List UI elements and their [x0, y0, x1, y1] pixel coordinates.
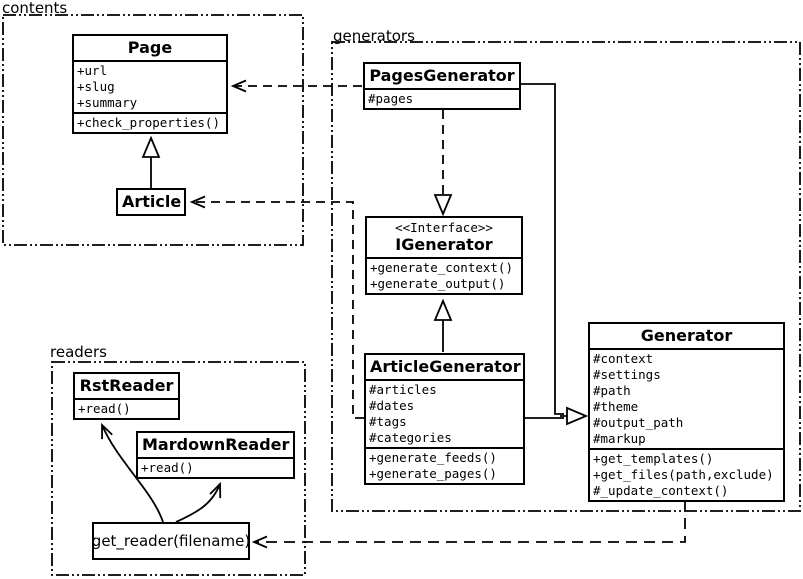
edge-generator-uses-get-reader — [251, 500, 686, 549]
class-attribute: #categories — [369, 430, 452, 445]
class-title: PagesGenerator — [369, 66, 515, 85]
class-attribute: #settings — [593, 367, 661, 382]
attributes-compartment: +url +slug +summary — [74, 60, 226, 112]
class-method: +read() — [78, 401, 131, 416]
methods-compartment: +check_properties() — [74, 112, 226, 132]
methods-compartment: +generate_feeds() +generate_pages() — [366, 447, 523, 483]
class-box-pagesgenerator: PagesGenerator #pages — [363, 62, 521, 110]
class-method: +check_properties() — [77, 115, 220, 130]
class-attribute: #pages — [368, 91, 414, 106]
class-attribute: #articles — [369, 382, 437, 397]
class-attribute: +summary — [77, 95, 138, 110]
class-title: IGenerator — [395, 235, 493, 254]
package-readers-border — [51, 361, 306, 576]
class-box-mardownreader: MardownReader +read() — [136, 431, 295, 479]
class-title: Generator — [640, 326, 733, 345]
class-attribute: #markup — [593, 431, 646, 446]
methods-compartment: +get_templates() +get_files(path,exclude… — [590, 448, 783, 500]
class-attribute: #theme — [593, 399, 639, 414]
class-attribute: +slug — [77, 79, 115, 94]
class-method: +get_templates() — [593, 451, 714, 466]
class-box-igenerator: <<Interface>> IGenerator +generate_conte… — [365, 216, 523, 295]
class-title: Page — [127, 38, 173, 57]
methods-compartment: +read() — [75, 398, 178, 418]
class-method: +generate_feeds() — [369, 450, 497, 465]
edge-articlegenerator-uses-article — [189, 195, 364, 419]
edge-get-reader-to-mardownreader — [175, 481, 222, 523]
edge-pagesgenerator-extends-generator — [520, 83, 564, 415]
node-get-reader: get_reader(filename) — [92, 522, 250, 560]
node-get-reader-label: get_reader(filename) — [91, 532, 251, 550]
class-method: +generate_output() — [370, 276, 506, 291]
class-attribute: #tags — [369, 414, 407, 429]
class-title: Article — [122, 192, 182, 211]
package-label-readers: readers — [50, 343, 107, 361]
attributes-compartment: #pages — [365, 88, 519, 108]
package-label-generators: generators — [333, 27, 415, 45]
class-box-rstreader: RstReader +read() — [73, 372, 180, 420]
class-method: #_update_context() — [593, 483, 729, 498]
class-method: +generate_context() — [370, 260, 513, 275]
class-method: +generate_pages() — [369, 466, 497, 481]
attributes-compartment: #articles #dates #tags #categories — [366, 379, 523, 447]
class-box-article: Article — [116, 188, 186, 216]
class-title: ArticleGenerator — [370, 357, 521, 376]
package-label-contents: contents — [2, 0, 68, 17]
class-attribute: #context — [593, 351, 654, 366]
class-method: +get_files(path,exclude) — [593, 467, 774, 482]
class-attribute: #output_path — [593, 415, 684, 430]
class-attribute: #dates — [369, 398, 415, 413]
class-method: +read() — [141, 460, 194, 475]
class-title: RstReader — [79, 376, 174, 395]
methods-compartment: +generate_context() +generate_output() — [367, 257, 521, 293]
class-attribute: #path — [593, 383, 631, 398]
edge-get-reader-to-rstreader — [101, 422, 164, 523]
class-box-page: Page +url +slug +summary +check_properti… — [72, 34, 228, 134]
package-generators-border — [331, 41, 801, 512]
class-stereotype: <<Interface>> — [395, 220, 493, 235]
class-box-generator: Generator #context #settings #path #them… — [588, 322, 785, 502]
attributes-compartment: #context #settings #path #theme #output_… — [590, 348, 783, 448]
package-contents-border — [2, 14, 304, 246]
class-title: MardownReader — [142, 435, 290, 454]
methods-compartment: +read() — [138, 457, 293, 477]
class-attribute: +url — [77, 63, 108, 78]
class-box-articlegenerator: ArticleGenerator #articles #dates #tags … — [364, 353, 525, 485]
